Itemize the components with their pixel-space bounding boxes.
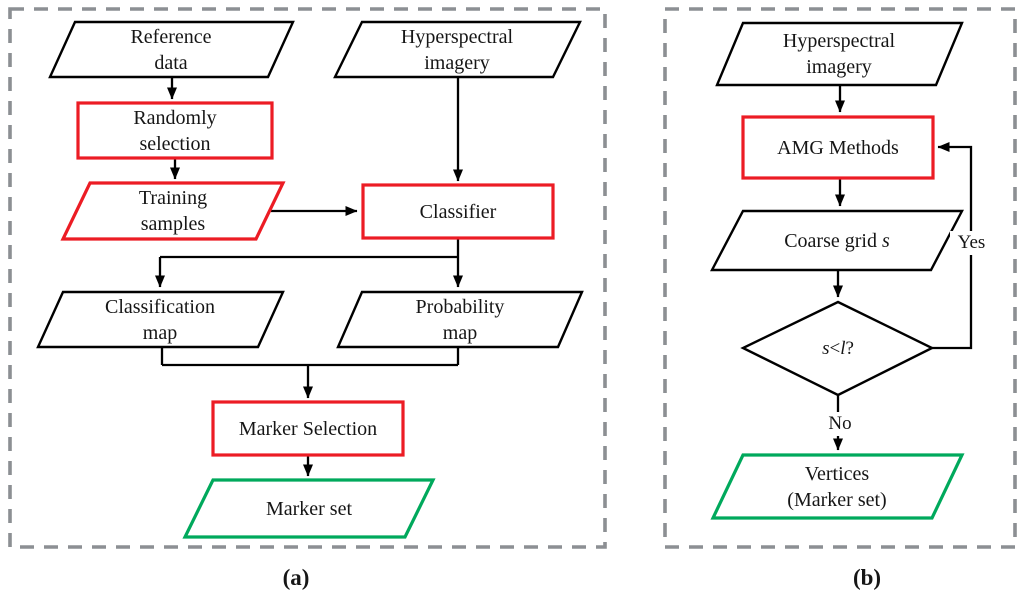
decision-diamond: [740, 300, 935, 397]
classifier-box: [361, 183, 555, 240]
panel-a-caption: (a): [282, 565, 310, 590]
probability-map-parallelogram: [336, 290, 584, 349]
reference-data-parallelogram: [48, 20, 295, 79]
classification-map-parallelogram: [36, 290, 285, 349]
panel-a-connectors: [155, 77, 463, 477]
training-samples-parallelogram: [60, 181, 286, 241]
vertices-marker-set-parallelogram: [710, 453, 965, 520]
amg-methods-box: [741, 115, 935, 180]
yes-edge-label: Yes: [950, 231, 993, 255]
panel-a-border: [8, 7, 607, 549]
marker-selection-box: [211, 400, 405, 457]
hyperspectral-imagery-a-parallelogram: [333, 20, 582, 79]
no-edge-label: No: [819, 412, 861, 436]
panel-b-caption: (b): [852, 565, 882, 590]
coarse-grid-parallelogram: [710, 209, 964, 272]
panel-b-border: [663, 7, 1017, 549]
marker-set-parallelogram: [182, 478, 436, 539]
hyperspectral-imagery-b-parallelogram: [715, 21, 964, 87]
randomly-selection-box: [76, 101, 274, 160]
